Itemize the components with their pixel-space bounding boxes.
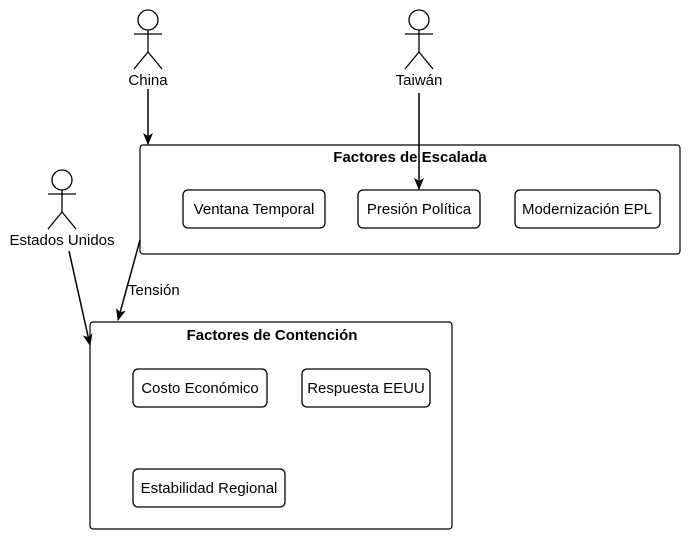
edge-estados-unidos-to-contencion [68,250,93,346]
actor-estados-unidos: Estados Unidos [9,169,115,249]
node-respuesta-eeuu-box [301,368,431,408]
node-costo-economico-box [132,368,268,408]
node-presion-politica-box [357,189,481,229]
actor-taiwan-label: Taiwán [396,72,443,89]
actor-head-circle [137,9,159,31]
node-costo-economico: Costo Económico [132,368,268,408]
node-ventana-temporal-box [182,189,326,229]
actor-china: China [128,9,168,89]
actor-left-leg-line [47,211,63,230]
actor-taiwan: Taiwán [396,9,443,89]
node-costo-economico-label: Costo Económico [141,380,259,397]
node-estabilidad-regional: Estabilidad Regional [132,468,286,508]
actor-estados-unidos-label: Estados Unidos [9,232,114,249]
node-presion-politica: Presión Política [357,189,481,229]
node-respuesta-eeuu-label: Respuesta EEUU [307,380,425,397]
actor-right-leg-line [147,51,163,70]
actor-head-circle [408,9,430,31]
node-ventana-temporal-label: Ventana Temporal [194,201,315,218]
edge-label-tension: Tensión [128,282,180,299]
node-ventana-temporal: Ventana Temporal [182,189,326,229]
node-respuesta-eeuu: Respuesta EEUU [301,368,431,408]
cluster-contencion-title: Factores de Contención [187,327,358,344]
node-estabilidad-regional-label: Estabilidad Regional [141,480,278,497]
actor-china-stick-figure-icon [133,9,163,70]
actor-head-circle [51,169,73,191]
node-modernizacion-epl-label: Modernización EPL [522,201,652,218]
node-modernizacion-epl: Modernización EPL [514,189,661,229]
node-modernizacion-epl-box [514,189,661,229]
node-estabilidad-regional-box [132,468,286,508]
actor-china-label: China [128,72,168,89]
node-presion-politica-label: Presión Política [367,201,472,218]
actor-estados-unidos-stick-figure-icon [47,169,77,230]
cluster-escalada-title: Factores de Escalada [333,149,487,166]
actor-right-leg-line [61,211,77,230]
edge-escalada-to-contencion [116,239,141,321]
actor-taiwan-stick-figure-icon [404,9,434,70]
actor-left-leg-line [404,51,420,70]
actor-right-leg-line [418,51,434,70]
actor-left-leg-line [133,51,149,70]
